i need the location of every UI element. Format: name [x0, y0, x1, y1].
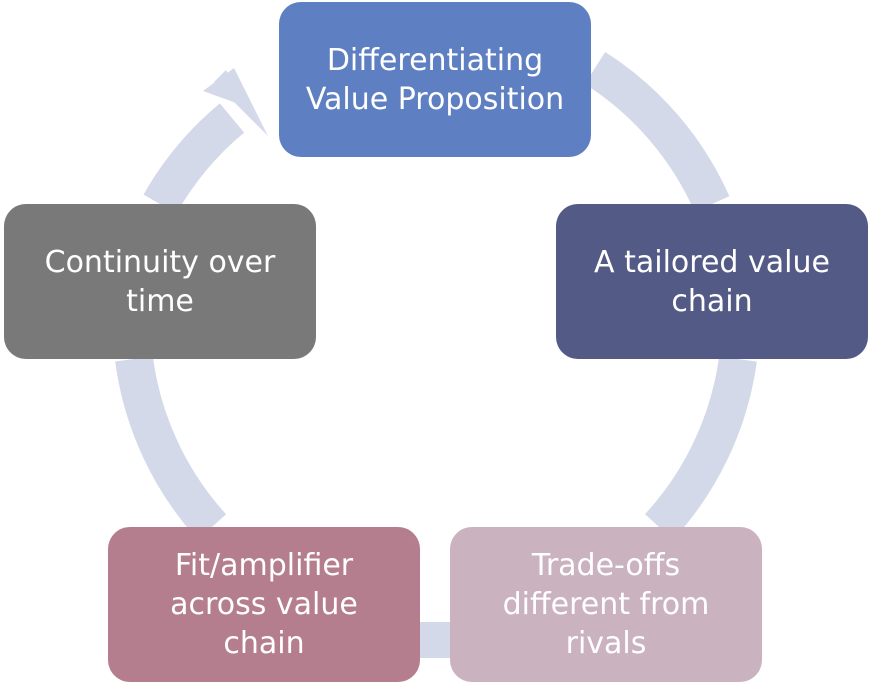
cycle-arc-proposition-to-value-chain: [584, 51, 730, 212]
node-label: Differentiating Value Proposition: [305, 42, 565, 117]
node-label: Fit/amplifier across value chain: [170, 548, 358, 661]
node-fit-amplifier: Fit/amplifier across value chain: [108, 527, 420, 682]
node-trade-offs: Trade-offs different from rivals: [450, 527, 762, 682]
node-differentiating-value-proposition: Differentiating Value Proposition: [279, 2, 591, 157]
node-continuity: Continuity over time: [4, 204, 316, 359]
cycle-arc-fit-to-continuity: [115, 356, 227, 540]
cycle-arc-continuity-to-proposition: [143, 103, 245, 214]
cycle-arc-value-chain-to-trade-offs: [644, 356, 757, 540]
node-tailored-value-chain: A tailored value chain: [556, 204, 868, 359]
cycle-arrowhead-tip: [214, 70, 268, 136]
cycle-link-trade-offs-to-fit: [418, 622, 452, 658]
node-label: A tailored value chain: [594, 244, 830, 319]
node-label: Trade-offs different from rivals: [502, 548, 710, 661]
node-label: Continuity over time: [44, 244, 276, 319]
